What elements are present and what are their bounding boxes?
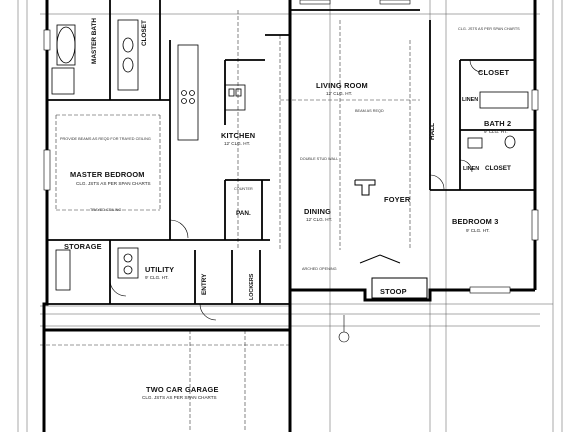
utility-ceiling: 9' CLG. HT. xyxy=(145,275,169,280)
living-room-ceiling: 12' CLG. HT. xyxy=(326,91,353,96)
bath-fixtures xyxy=(51,19,529,149)
interior-walls xyxy=(47,0,535,305)
garage-label: TWO CAR GARAGE xyxy=(146,385,219,394)
garage-ceiling: CLG. JSTS AS PER SPAN CHARTS xyxy=(142,395,217,400)
master-bedroom-label: MASTER BEDROOM xyxy=(70,170,145,179)
living-room-label: LIVING ROOM xyxy=(316,81,368,90)
master-closet-label: CLOSET xyxy=(141,20,148,46)
kitchen-ceiling: 12' CLG. HT. xyxy=(224,141,251,146)
master-bath-label: MASTER BATH xyxy=(91,17,98,64)
stoop-detail xyxy=(354,179,428,299)
foyer-label: FOYER xyxy=(384,195,411,204)
master-bedroom-ceiling: CLG. JSTS AS PER SPAN CHARTS xyxy=(76,181,151,186)
linen-mid-label: LINEN xyxy=(463,166,480,172)
pantry-label: PAN. xyxy=(236,210,251,217)
door-swings xyxy=(109,59,483,321)
closet-mid-label: CLOSET xyxy=(485,165,511,172)
section-marker xyxy=(338,315,350,343)
dining-label: DINING xyxy=(304,207,332,216)
dining-ceiling: 12' CLG. HT. xyxy=(306,217,333,222)
arched-opening-note: ARCHED OPENING xyxy=(302,267,337,271)
linen-top-label: LINEN xyxy=(462,97,479,103)
storage-label: STORAGE xyxy=(64,242,102,251)
trayed-ceiling-note: TRAYED CEILING xyxy=(90,208,122,212)
beam-note: PROVIDE BEAMS AS REQD FOR TRAYED CEILING xyxy=(60,137,151,141)
counter-note: COUNTER xyxy=(234,187,253,191)
lockers-label: LOCKERS xyxy=(249,273,255,300)
bath2-label: BATH 2 xyxy=(484,119,512,128)
entry-label: ENTRY xyxy=(201,273,208,295)
bath2-ceiling: 9' CLG. HT. xyxy=(484,129,508,134)
kitchen-counters xyxy=(177,44,246,141)
window-marks xyxy=(43,0,539,294)
beam-lines xyxy=(40,10,420,432)
beam-as-reqd-note: BEAM AS REQD xyxy=(355,109,384,113)
clg-jsts-note: CLG. JSTS AS PER SPAN CHARTS xyxy=(458,27,520,31)
stoop-label: STOOP xyxy=(380,287,407,296)
double-stud-wall-note: DOUBLE STUD WALL xyxy=(300,157,339,161)
hall-label: HALL xyxy=(429,122,436,140)
exterior-walls xyxy=(42,0,537,432)
kitchen-label: KITCHEN xyxy=(221,131,256,140)
utility-detail xyxy=(55,247,139,291)
bedroom3-ceiling: 9' CLG. HT. xyxy=(466,228,490,233)
closet-right-label: CLOSET xyxy=(478,68,510,77)
utility-label: UTILITY xyxy=(145,265,175,274)
bedroom3-label: BEDROOM 3 xyxy=(452,217,499,226)
